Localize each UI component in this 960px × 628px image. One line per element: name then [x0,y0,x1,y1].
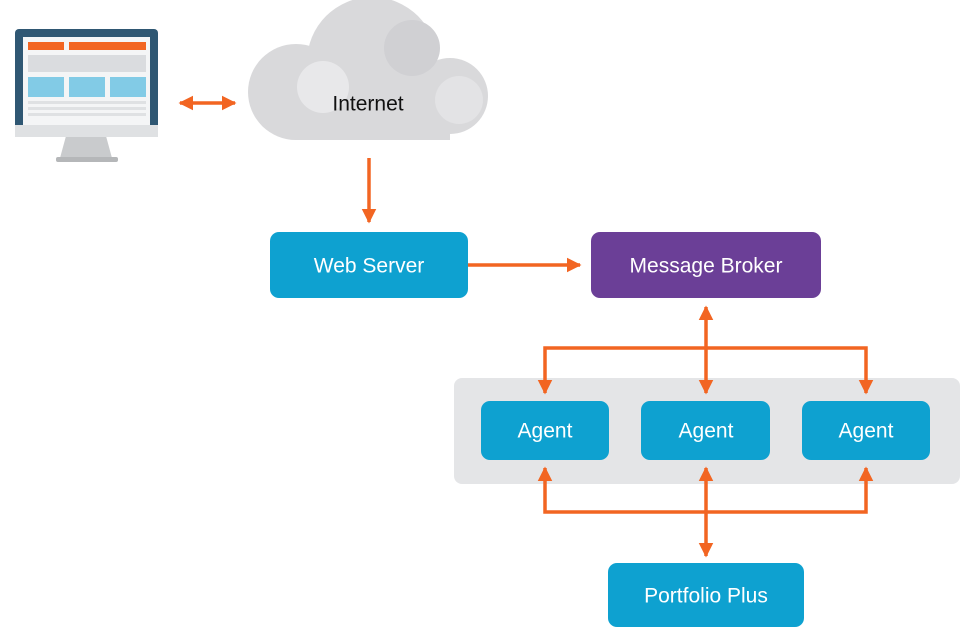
internet-label: Internet [332,93,403,116]
cloud-icon [248,0,488,140]
agent-node-2[interactable]: Agent [641,401,770,460]
portfolio-agent1-arrow [537,466,706,514]
broker-agent3-arrow [706,346,874,395]
agent-node-1[interactable]: Agent [481,401,609,460]
web-server-node[interactable]: Web Server [270,232,468,298]
agent-node-3[interactable]: Agent [802,401,930,460]
message-broker-node[interactable]: Message Broker [591,232,821,298]
message-broker-label: Message Broker [630,255,783,278]
agent-label-2: Agent [679,420,734,443]
web-server-label: Web Server [314,255,425,278]
agent-label-1: Agent [518,420,573,443]
broker-agent1-arrow [537,346,706,395]
agent-label-3: Agent [839,420,894,443]
portfolio-agent3-arrow [706,466,874,514]
desktop-monitor-icon [15,29,158,162]
portfolio-plus-label: Portfolio Plus [644,585,768,608]
portfolio-plus-node[interactable]: Portfolio Plus [608,563,804,627]
